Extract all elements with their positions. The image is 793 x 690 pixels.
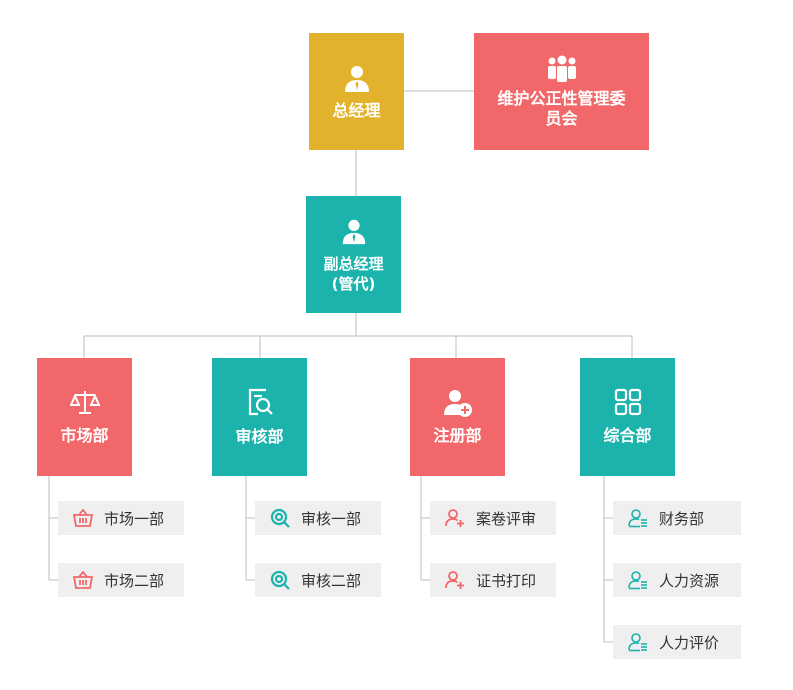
group-icon [546,55,578,83]
user-list-icon [627,569,649,591]
sub-general-1: 财务部 [613,501,741,535]
dept-audit-box: 审核部 [212,358,307,476]
user-list-icon [627,631,649,653]
sub-label: 市场一部 [104,509,165,528]
sub-general-2: 人力资源 [613,563,741,597]
deputy-manager-sublabel: (管代) [331,274,376,293]
sub-label: 财务部 [659,509,705,528]
sub-audit-1: 审核一部 [255,501,381,535]
basket-icon [72,507,94,529]
sub-general-3: 人力评价 [613,625,741,659]
grid-icon [614,388,642,416]
sub-label: 人力资源 [659,571,720,590]
manager-icon [342,63,372,93]
user-add-icon [443,388,473,418]
sub-label: 人力评价 [659,633,720,652]
committee-label: 维护公正性管理委员会 [497,88,626,128]
sub-audit-2: 审核二部 [255,563,381,597]
document-search-icon [246,387,274,417]
manager-icon [340,216,368,246]
scale-icon [69,388,100,416]
user-add-icon [444,569,466,591]
dept-market-label: 市场部 [60,426,109,445]
sub-market-1: 市场一部 [58,501,184,535]
user-list-icon [627,507,649,529]
basket-icon [72,569,94,591]
sub-market-2: 市场二部 [58,563,184,597]
dept-registration-label: 注册部 [433,426,482,445]
sub-label: 证书打印 [476,571,537,590]
magnifier-icon [269,507,291,529]
dept-registration-box: 注册部 [410,358,505,476]
sub-registration-1: 案卷评审 [430,501,556,535]
general-manager-label: 总经理 [332,100,381,120]
dept-market-box: 市场部 [37,358,132,476]
sub-label: 审核二部 [301,571,362,590]
dept-general-box: 综合部 [580,358,675,476]
dept-general-label: 综合部 [603,426,652,445]
magnifier-icon [269,569,291,591]
deputy-manager-box: 副总经理 (管代) [306,196,401,313]
user-add-icon [444,507,466,529]
sub-label: 市场二部 [104,571,165,590]
sub-label: 案卷评审 [476,509,537,528]
dept-audit-label: 审核部 [235,427,284,446]
committee-box: 维护公正性管理委员会 [474,33,649,150]
deputy-manager-label: 副总经理 [323,254,384,273]
general-manager-box: 总经理 [309,33,404,150]
sub-label: 审核一部 [301,509,362,528]
sub-registration-2: 证书打印 [430,563,556,597]
